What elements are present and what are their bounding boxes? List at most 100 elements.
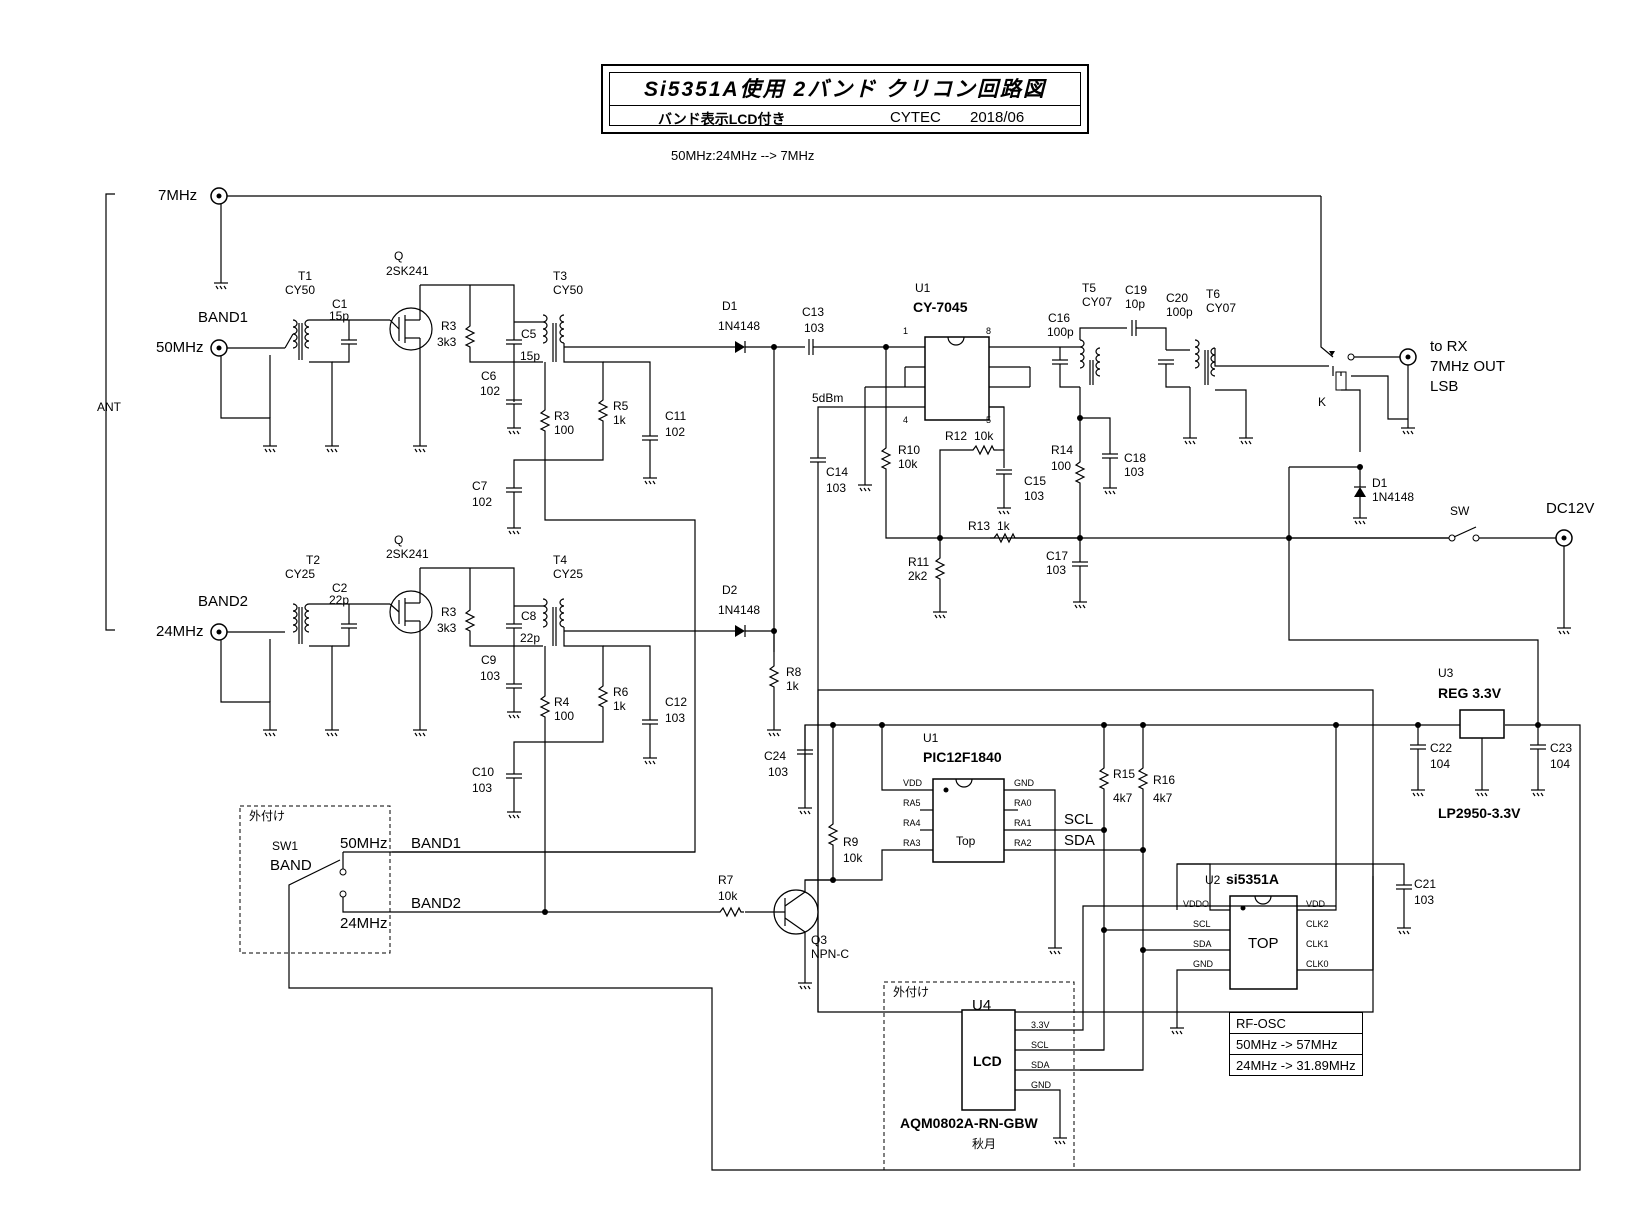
jack-band1[interactable] [210, 339, 228, 357]
u1-mixer-type: CY-7045 [913, 299, 968, 315]
q-band1-type: 2SK241 [386, 264, 429, 278]
r12-val: 10k [974, 429, 994, 443]
c18-val: 103 [1124, 465, 1144, 479]
si-vddo: VDDO [1183, 899, 1209, 909]
band-switch[interactable] [339, 851, 695, 913]
c12-val: 103 [665, 711, 685, 725]
relay-k-label: K [1318, 395, 1326, 409]
q-band1-label: Q [394, 249, 403, 263]
r3-band2-label: R3 [441, 605, 457, 619]
pic-gnd: GND [1014, 778, 1035, 788]
r9-val: 10k [843, 851, 863, 865]
sw1-band2: BAND2 [411, 895, 461, 912]
r3b-label: R3 [554, 409, 570, 423]
sw1-band: BAND [270, 857, 312, 874]
t1-type: CY50 [285, 283, 315, 297]
t6-label: T6 [1206, 287, 1220, 301]
sw1-pos2: 24MHz [340, 915, 388, 932]
c22-label: C22 [1430, 741, 1452, 755]
r3-band1-label: R3 [441, 319, 457, 333]
jack-band2[interactable] [210, 623, 228, 641]
lcd-part: AQM0802A-RN-GBW [900, 1115, 1038, 1131]
schematic-date: 2018/06 [970, 109, 1025, 126]
jack-7mhz[interactable] [210, 187, 228, 205]
u1-mixer-label: U1 [915, 281, 931, 295]
r7-val: 10k [718, 889, 738, 903]
jack-dc12v[interactable] [1555, 529, 1573, 547]
si-sda: SDA [1193, 939, 1212, 949]
rf-osc-row: 24MHz -> 31.89MHz [1229, 1054, 1363, 1076]
c19-label: C19 [1125, 283, 1147, 297]
c23-val: 104 [1550, 757, 1570, 771]
r3b-val: 100 [554, 423, 574, 437]
d1-out-label: D1 [1372, 476, 1388, 490]
si5351-ic [1229, 895, 1298, 990]
t3-type: CY50 [553, 283, 583, 297]
r6-val: 1k [613, 699, 627, 713]
r3-band1-val: 3k3 [437, 335, 457, 349]
c6-label: C6 [481, 369, 497, 383]
r13-label: R13 [968, 519, 990, 533]
c11-val: 102 [665, 425, 685, 439]
lcd-gnd: GND [1031, 1080, 1052, 1090]
lcd-label: LCD [973, 1053, 1002, 1069]
si-top: TOP [1248, 935, 1279, 952]
lcd-3v3: 3.3V [1031, 1020, 1050, 1030]
jack-to-rx[interactable] [1399, 348, 1417, 366]
t5-label: T5 [1082, 281, 1096, 295]
r5-val: 1k [613, 413, 627, 427]
u1-pic-type: PIC12F1840 [923, 749, 1002, 765]
u3-type: REG 3.3V [1438, 685, 1502, 701]
band1-freq: 50MHz [156, 339, 204, 356]
c24-val: 103 [768, 765, 788, 779]
r16-val: 4k7 [1153, 791, 1173, 805]
pin5-label: 5 [986, 415, 991, 425]
u3-label: U3 [1438, 666, 1454, 680]
si-clk2: CLK2 [1306, 919, 1329, 929]
si-clk1: CLK1 [1306, 939, 1329, 949]
si-gnd: GND [1193, 959, 1214, 969]
d2-type: 1N4148 [718, 603, 760, 617]
c6-val: 102 [480, 384, 500, 398]
pin4-label: 4 [903, 415, 908, 425]
c18-label: C18 [1124, 451, 1146, 465]
c15-label: C15 [1024, 474, 1046, 488]
t4-type: CY25 [553, 567, 583, 581]
pic-ra5: RA5 [903, 798, 921, 808]
pic-scl: SCL [1064, 811, 1093, 828]
lcd-ext-label: 外付け [893, 985, 929, 999]
c1-val: 15p [329, 309, 349, 323]
reg-part: LP2950-3.3V [1438, 805, 1521, 821]
band2-freq: 24MHz [156, 623, 204, 640]
t3-label: T3 [553, 269, 567, 283]
r4-label: R4 [554, 695, 570, 709]
d1-out-type: 1N4148 [1372, 490, 1414, 504]
r15-val: 4k7 [1113, 791, 1133, 805]
rf-osc-title: RF-OSC [1229, 1012, 1363, 1034]
port-7mhz-label: 7MHz [158, 187, 197, 204]
c21-val: 103 [1414, 893, 1434, 907]
pic-top: Top [956, 834, 976, 848]
q3-label: Q3 [811, 933, 827, 947]
pic-ra0: RA0 [1014, 798, 1032, 808]
pin8-label: 8 [986, 326, 991, 336]
sw-label: SW [1450, 504, 1470, 518]
si-scl: SCL [1193, 919, 1211, 929]
c17-label: C17 [1046, 549, 1068, 563]
u1-pic-label: U1 [923, 731, 939, 745]
q-band2-type: 2SK241 [386, 547, 429, 561]
dc12v-label: DC12V [1546, 500, 1594, 517]
r14-label: R14 [1051, 443, 1073, 457]
lcd-maker: 秋月 [972, 1137, 996, 1151]
d2-label: D2 [722, 583, 738, 597]
c22-val: 104 [1430, 757, 1450, 771]
pic-vdd: VDD [903, 778, 923, 788]
pic-ra2: RA2 [1014, 838, 1032, 848]
c20-label: C20 [1166, 291, 1188, 305]
c14-label: C14 [826, 465, 848, 479]
r4-val: 100 [554, 709, 574, 723]
u2-type: si5351A [1226, 871, 1279, 887]
lcd-scl: SCL [1031, 1040, 1049, 1050]
antenna-bracket: ANT [97, 193, 122, 631]
